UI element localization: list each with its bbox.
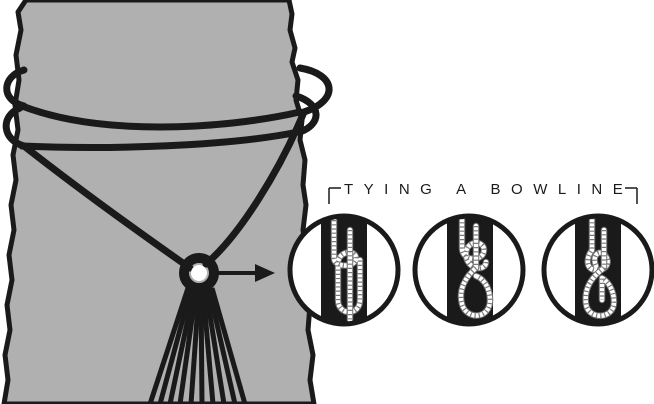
caption-title: TYING A BOWLINE (344, 181, 633, 198)
bowline-step-1-icon (287, 213, 401, 327)
rope-loops (2, 64, 333, 272)
bowline-step-2-icon (412, 213, 526, 327)
bowline-step-3-icon (541, 213, 654, 327)
knot-ring (179, 253, 219, 293)
tree-trunk (1, 0, 317, 404)
rope-fringe (147, 287, 248, 404)
arrow-right-icon (218, 264, 275, 282)
